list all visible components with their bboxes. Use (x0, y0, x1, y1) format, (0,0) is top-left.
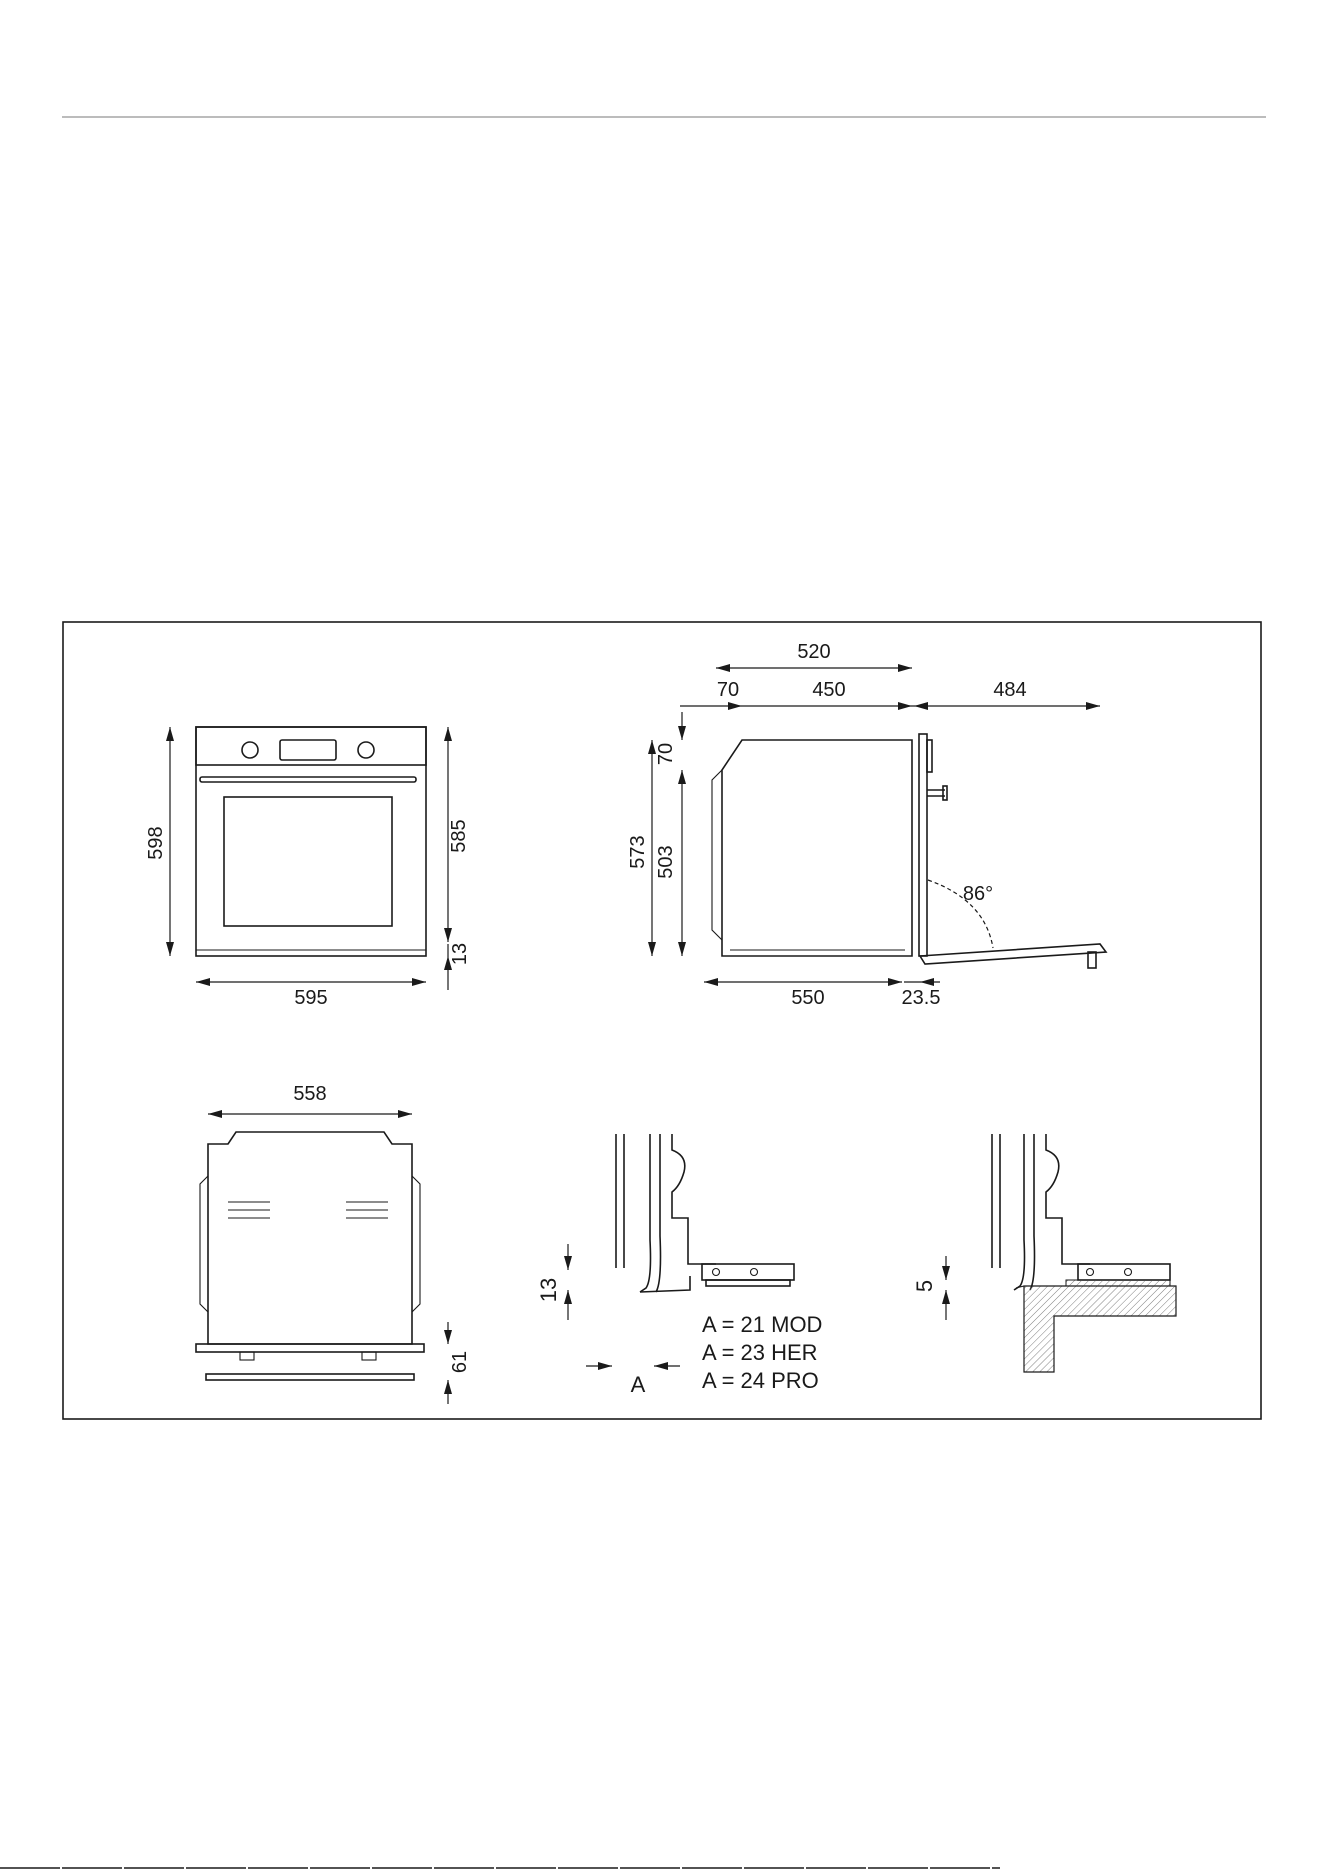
left-knob-icon (242, 742, 258, 758)
back-view: 558 61 (196, 1083, 471, 1404)
side-panel-depth-label: 23.5 (902, 987, 941, 1009)
side-door-open-label: 484 (993, 679, 1026, 701)
front-width-label: 595 (294, 987, 327, 1009)
side-height-top-label: 70 (655, 743, 677, 765)
detail-a-label: A (631, 1372, 646, 1397)
side-height-body-label: 503 (655, 845, 677, 878)
footer-rule (0, 1864, 1324, 1872)
side-offset-label: 70 (717, 679, 739, 701)
open-door (920, 944, 1106, 964)
front-view: 598 585 13 595 (145, 727, 471, 1009)
detail-a-legend-pro: A = 24 PRO (702, 1368, 819, 1393)
side-depth-body-label: 450 (812, 679, 845, 701)
oven-back-outline (208, 1132, 412, 1344)
door-panel (919, 734, 927, 956)
front-height-total-label: 598 (145, 826, 167, 859)
side-height-total-label: 573 (627, 835, 649, 868)
cabinet-section (1024, 1286, 1176, 1372)
detail-a: 13 A A = 21 MOD A = 23 HER A = 24 PRO (536, 1134, 822, 1397)
detail-b: 5 (912, 1134, 1176, 1372)
hinge-icon (702, 1264, 794, 1280)
side-depth-total-label: 520 (797, 641, 830, 663)
detail-b-gap-label: 5 (912, 1280, 937, 1292)
detail-a-legend-mod: A = 21 MOD (702, 1312, 822, 1337)
front-height-body-label: 585 (448, 819, 470, 852)
oven-side-body (722, 740, 912, 956)
detail-a-gap-label: 13 (536, 1278, 561, 1302)
back-width-label: 558 (293, 1083, 326, 1105)
side-depth-bottom-label: 550 (791, 987, 824, 1009)
door-handle (200, 777, 416, 782)
side-view: 86° 520 70 450 484 70 573 503 550 (627, 641, 1106, 1009)
back-height-base-label: 61 (449, 1351, 471, 1373)
detail-a-legend-her: A = 23 HER (702, 1340, 818, 1365)
display-icon (280, 740, 336, 760)
right-knob-icon (358, 742, 374, 758)
door-window (224, 797, 392, 926)
base-plinth (196, 1344, 424, 1352)
door-angle-label: 86° (963, 883, 993, 905)
front-height-base-label: 13 (449, 943, 471, 965)
